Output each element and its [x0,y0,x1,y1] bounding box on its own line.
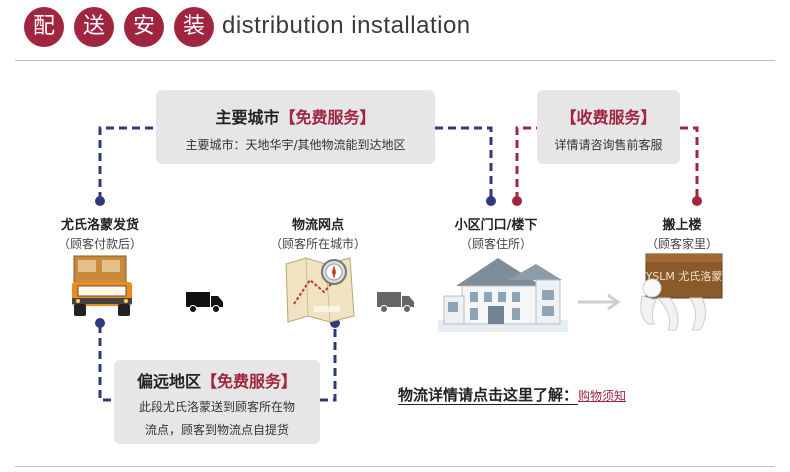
remote-area-box: 偏远地区【免费服务】 此段尤氏洛蒙送到顾客所在物 流点，顾客到物流点自提货 [114,360,320,444]
node-residence-name: 小区门口/楼下 [454,218,538,233]
top-divider [15,60,775,61]
node-ship: 尤氏洛蒙发货 （顾客付款后） [35,214,165,252]
paid-service-box: 【收费服务】 详情请咨询售前客服 [537,90,680,164]
main-city-title: 主要城市 [215,108,280,127]
box-label: YSLM 尤氏洛蒙 [645,269,723,283]
remote-desc-2: 流点，顾客到物流点自提货 [144,423,289,437]
node-ship-cond: （顾客付款后） [57,237,142,251]
small-truck-icon [186,292,223,313]
header-char-3: 安 [124,7,164,47]
carrying-box-icon: YSLM 尤氏洛蒙 [640,253,723,331]
header-char-2: 送 [74,7,114,47]
node-ship-name: 尤氏洛蒙发货 [60,218,139,233]
connector-dot [330,318,340,328]
main-city-box: 主要城市【免费服务】 主要城市：天地华宇/其他物流能到达地区 [156,90,435,164]
arrow-right-icon [578,293,621,311]
remote-title: 偏远地区 [136,372,201,391]
delivery-truck-icon [72,255,132,316]
header-char-1: 配 [24,7,64,47]
node-upstairs-name: 搬上楼 [662,218,702,233]
connector-dot [95,196,105,206]
node-residence: 小区门口/楼下 （顾客住所） [436,214,556,252]
bottom-divider [15,466,775,467]
connector-dot [486,196,496,206]
small-truck-icon [377,292,414,313]
header-char-4: 装 [174,7,214,47]
node-logistics-name: 物流网点 [291,218,344,233]
node-upstairs-cond: （顾客家里） [645,237,718,251]
node-residence-cond: （顾客住所） [459,237,532,251]
shopping-notice-link[interactable]: 购物须知 [578,389,627,403]
connector-dot [95,318,105,328]
main-city-desc: 主要城市：天地华宇/其他物流能到达地区 [185,138,406,152]
remote-desc-1: 此段尤氏洛蒙送到顾客所在物 [138,400,295,414]
node-logistics: 物流网点 （顾客所在城市） [248,214,388,252]
house-icon [438,258,568,332]
logistics-info-link[interactable]: 物流详情请点击这里了解：购物须知 [398,384,626,405]
paid-tag: 【收费服务】 [560,108,657,127]
main-city-tag: 【免费服务】 [279,108,376,127]
remote-tag: 【免费服务】 [201,372,298,391]
map-compass-icon [285,257,355,323]
logistics-info-text[interactable]: 物流详情请点击这里了解： [398,386,579,405]
node-logistics-cond: （顾客所在城市） [269,237,366,251]
node-upstairs: 搬上楼 （顾客家里） [622,214,742,252]
connector-dot [512,196,522,206]
paid-desc: 详情请咨询售前客服 [554,138,663,152]
header-title: distribution installation [222,12,471,39]
connector-dot [692,196,702,206]
